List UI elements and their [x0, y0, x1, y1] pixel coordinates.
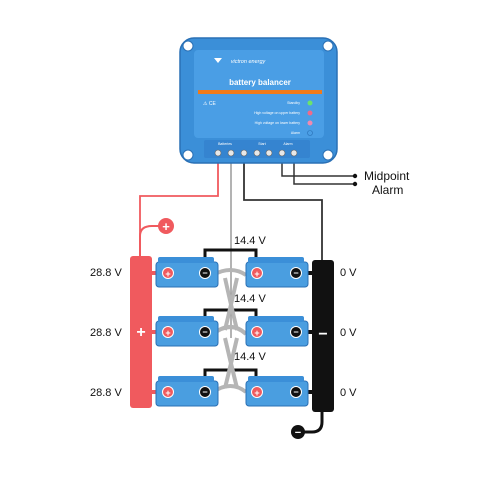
right-voltage-label: 0 V: [340, 327, 357, 339]
device-name: battery balancer: [229, 78, 291, 87]
positive-bus-sign: +: [136, 324, 145, 341]
svg-text:−: −: [293, 268, 298, 278]
negative-terminal-sign: −: [295, 427, 301, 439]
alarm-terminal-2: [352, 181, 358, 187]
svg-text:+: +: [165, 328, 170, 338]
terminal-screw-icon: [227, 149, 235, 157]
status-label-4: Alarm: [291, 131, 300, 135]
positive-bus: + +: [130, 218, 174, 408]
mount-hole-tl: [182, 40, 194, 52]
svg-text:+: +: [165, 388, 170, 398]
alarm-terminal-1: [352, 173, 358, 179]
brand-logo: victron energy: [231, 59, 267, 65]
alarm-wire-2: [293, 158, 355, 185]
terminal-screw-icon: [214, 149, 222, 157]
led-lower-icon: [307, 120, 313, 126]
svg-text:+: +: [254, 388, 259, 398]
positive-bus-bar: [130, 256, 152, 408]
midpoint-label: Midpoint: [364, 169, 410, 183]
mount-hole-tr: [322, 40, 334, 52]
series-link-1: [203, 248, 258, 262]
battery-negative-icon: [199, 326, 211, 338]
status-label-1: Standby: [287, 101, 300, 105]
mount-hole-bl: [182, 149, 194, 161]
negative-terminal-icon: [291, 425, 305, 439]
positive-wire: [139, 158, 219, 258]
terminal-screw-icon: [253, 149, 261, 157]
svg-text:−: −: [293, 327, 298, 337]
battery-negative-icon: [290, 267, 302, 279]
negative-wire: [243, 158, 323, 262]
brand-logo-icon: [214, 58, 222, 63]
battery: + −: [155, 316, 219, 347]
battery-bank: + − + − + − + −: [155, 257, 309, 407]
terminal-screw-icon: [265, 149, 273, 157]
right-voltage-label: 0 V: [340, 267, 357, 279]
battery-negative-icon: [199, 267, 211, 279]
terminal-screw-icon: [240, 149, 248, 157]
svg-text:+: +: [254, 328, 259, 338]
svg-text:−: −: [202, 268, 207, 278]
status-label-3: High voltage on lower battery: [255, 121, 301, 125]
balancer-voltage-label: 14.4 V: [234, 235, 266, 247]
left-voltage-label: 28.8 V: [90, 327, 122, 339]
battery-positive-icon: [251, 326, 263, 338]
battery: + −: [245, 257, 309, 288]
battery: + −: [155, 257, 219, 288]
midpoint-alarm-label: Midpoint Alarm: [364, 169, 410, 197]
battery-positive-icon: [162, 326, 174, 338]
battery-negative-icon: [290, 326, 302, 338]
terminal-screw-icon: [290, 149, 298, 157]
mid-cross-2: [223, 277, 239, 331]
svg-text:−: −: [202, 387, 207, 397]
positive-terminal-sign: +: [162, 219, 170, 234]
alarm-wire-1: [281, 158, 355, 177]
left-voltage-label: 28.8 V: [90, 267, 122, 279]
mount-hole-br: [322, 149, 334, 161]
terminal-screw-icon: [278, 149, 286, 157]
battery: + −: [245, 376, 309, 407]
voltage-labels: 14.4 V 14.4 V 14.4 V 28.8 V 28.8 V 28.8 …: [90, 235, 357, 399]
mid-cross-4: [223, 337, 239, 389]
svg-text:−: −: [293, 387, 298, 397]
battery-positive-icon: [251, 386, 263, 398]
accent-bar: [198, 90, 322, 94]
negative-bus: − −: [291, 260, 334, 439]
led-alarm-icon: [307, 130, 313, 136]
cert-marks: ⚠ CE: [203, 101, 216, 107]
battery-positive-icon: [251, 267, 263, 279]
positive-terminal-icon: [158, 218, 174, 234]
svg-text:+: +: [165, 269, 170, 279]
terminal-screws: [214, 149, 298, 157]
neg-lead: [302, 404, 324, 434]
terminal-group-batteries: Batteries: [218, 142, 232, 146]
battery: + −: [245, 316, 309, 347]
battery-negative-icon: [290, 386, 302, 398]
led-upper-icon: [307, 110, 313, 116]
balancer-voltage-label: 14.4 V: [234, 293, 266, 305]
left-voltage-label: 28.8 V: [90, 387, 122, 399]
negative-bus-sign: −: [318, 326, 327, 343]
battery-balancer-device: victron energy battery balancer ⚠ CE Sta…: [179, 37, 338, 164]
right-voltage-label: 0 V: [340, 387, 357, 399]
battery: + −: [155, 376, 219, 407]
terminal-group-start: Start: [258, 142, 265, 146]
status-leds: Standby High voltage on upper battery Hi…: [254, 100, 313, 136]
terminal-group-alarm: Alarm: [283, 142, 292, 146]
svg-text:+: +: [254, 269, 259, 279]
alarm-label: Alarm: [372, 183, 403, 197]
battery-positive-icon: [162, 386, 174, 398]
battery-negative-icon: [199, 386, 211, 398]
svg-text:−: −: [202, 327, 207, 337]
negative-bus-bar: [312, 260, 334, 412]
status-label-2: High voltage on upper battery: [254, 111, 300, 115]
balancer-voltage-label: 14.4 V: [234, 351, 266, 363]
led-standby-icon: [307, 100, 313, 106]
pos-lead: [139, 225, 160, 258]
battery-positive-icon: [162, 267, 174, 279]
